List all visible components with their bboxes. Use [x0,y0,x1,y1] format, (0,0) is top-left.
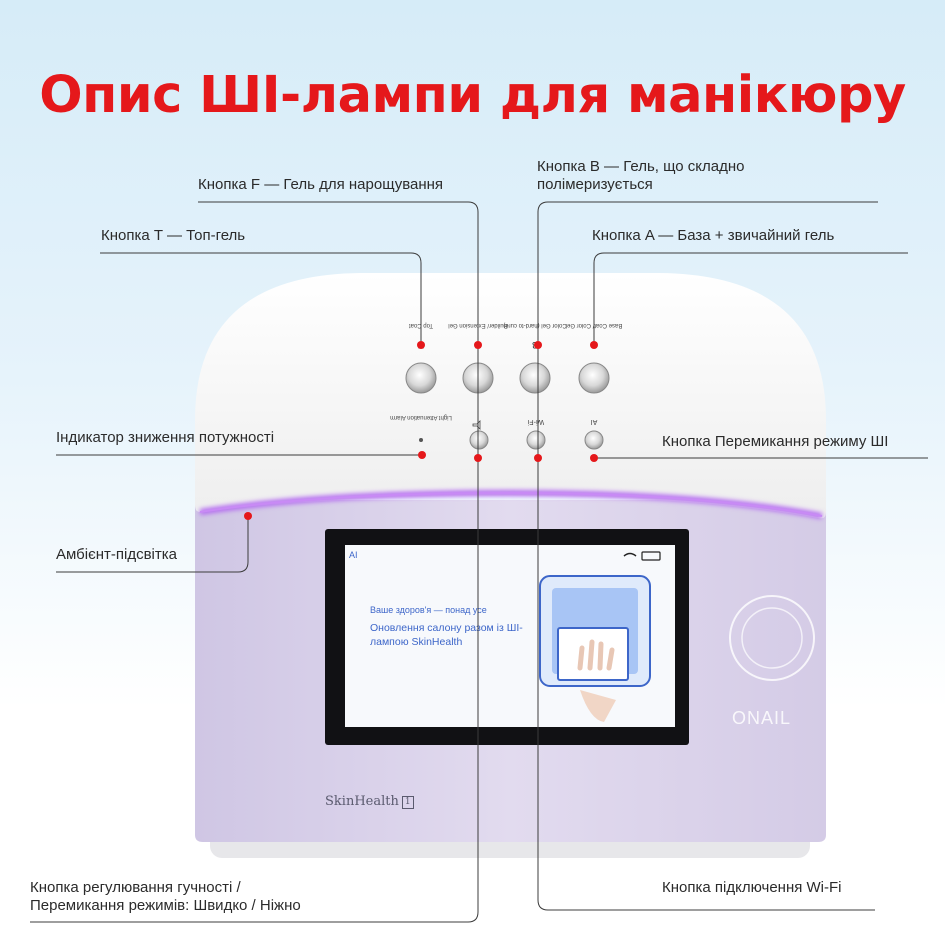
callout-dot-ambient [244,512,252,520]
screen-headline: Оновлення салону разом із ШІ-лампою Skin… [370,622,523,648]
callout-dot-f [474,341,482,349]
label-power-indicator: Індикатор зниження потужності [56,429,275,446]
label-button-f: Кнопка F — Гель для нарощування [198,176,444,193]
callout-dot-a [590,341,598,349]
callout-dot-volume [474,454,482,462]
screen-tagline: Ваше здоров'я — понад усе [370,605,487,615]
power-indicator-led [419,438,423,442]
callout-dot-b [534,341,542,349]
brand-circle-icon [729,595,815,681]
speaker-icon [472,420,481,430]
callout-dot-power [418,451,426,459]
battery-icon [641,551,661,561]
label-button-a: Кнопка A — База + звичайний гель [592,227,835,244]
hand-illustration [580,690,616,722]
callout-dot-wifi [534,454,542,462]
label-button-t: Кнопка T — Топ-гель [101,227,246,244]
label-volume-button: Кнопка регулювання гучності /Перемикання… [30,879,301,914]
lamp-top-cover [195,273,826,519]
callout-dot-t [417,341,425,349]
ai-mode-button[interactable] [584,430,604,450]
label-ai-mode: Кнопка Перемикання режиму ШІ [662,433,889,450]
svg-text:AI: AI [349,550,358,560]
label-wifi: Wi-Fi [527,418,544,425]
label-color-gel-hard: Color Gel (hard-to cure) [503,322,566,328]
label-ai: AI [591,418,598,425]
wifi-status-icon [623,552,637,557]
page-title: Опис ШІ-лампи для манікюру [39,66,906,125]
onail-logo: ONAIL [732,708,792,728]
label-alarm: Light Attenuation Alarm [390,414,452,420]
label-wifi-button: Кнопка підключення Wi-Fi [662,879,842,896]
label-ambient-light: Амбієнт-підсвітка [56,546,177,563]
callout-dot-ai [590,454,598,462]
wifi-button[interactable] [526,430,546,450]
volume-mode-button[interactable] [469,430,489,450]
